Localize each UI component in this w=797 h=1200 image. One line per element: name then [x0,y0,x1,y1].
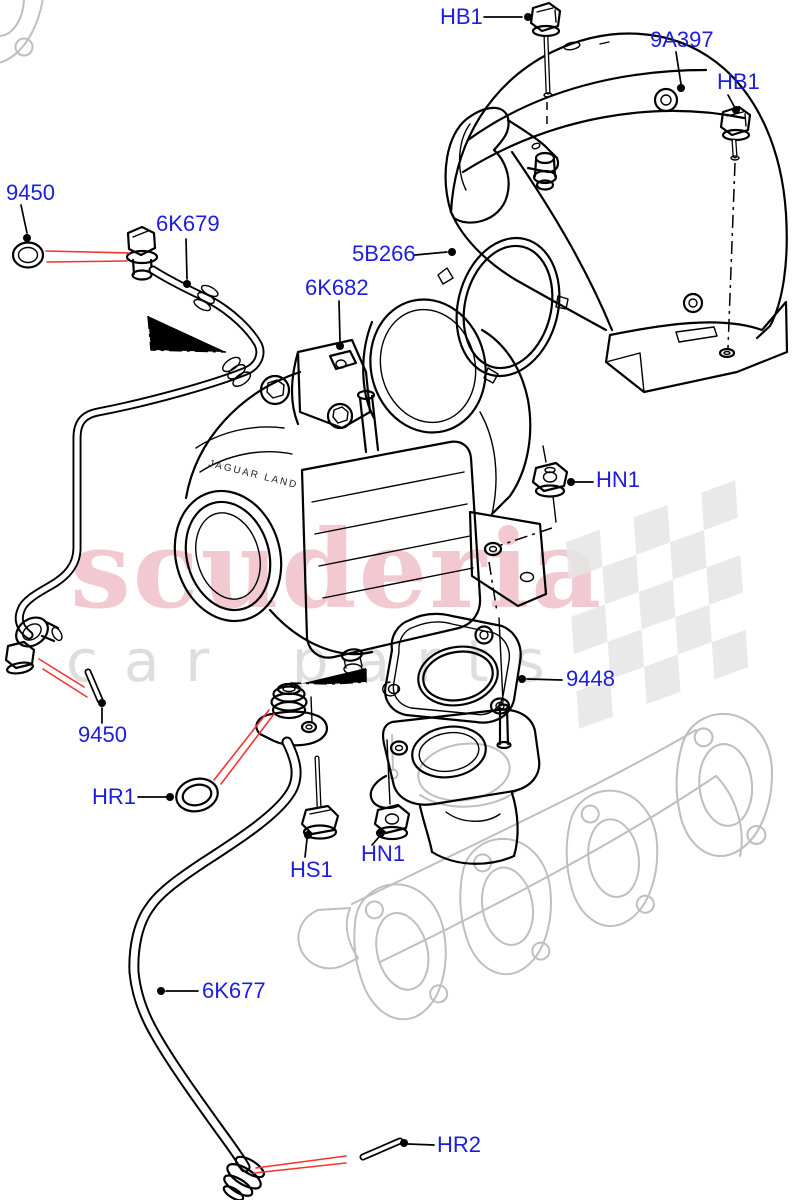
hr2-pin [359,1137,404,1161]
part-label-6k682: 6K682 [305,275,369,300]
part-label-hr1: HR1 [92,784,137,809]
oil-drain-tube [128,682,328,1200]
hs1-bolt [300,755,340,840]
gasket-9448 [382,561,522,724]
part-label-hn1-upper: HN1 [596,467,641,492]
part-label-9a397: 9A397 [650,27,714,52]
exhaust-manifold-ghost [0,0,781,1029]
watermark-tagline: car parts [66,627,571,695]
turbocharger: JAGUAR LAND [173,298,548,686]
part-label-9448: 9448 [566,666,615,691]
part-label-6k677: 6K677 [202,978,266,1003]
hr1-oring [175,777,219,813]
adapter-elbow [369,703,541,865]
hn1-nut-upper [497,445,569,547]
part-label-hn1-lower: HN1 [361,841,406,866]
oil-feed-pipe [4,225,265,675]
part-label-9450-upper: 9450 [6,180,55,205]
vband-ring [437,236,569,384]
sealing-pin-lower [84,668,104,704]
hb1-bolt-right [719,105,752,349]
turbo-engraving: JAGUAR LAND [207,458,299,491]
part-label-9450-lower: 9450 [78,722,127,747]
part-label-6k679: 6K679 [156,211,220,236]
callout-leaders [20,13,740,1147]
part-label-hs1: HS1 [290,857,333,882]
part-label-hb1-top: HB1 [440,4,483,29]
part-label-hr2: HR2 [437,1132,482,1157]
part-label-hb1-right: HB1 [717,69,760,94]
red-leader-lines [38,250,347,1174]
checkered-flag-watermark [566,480,749,729]
hb1-bolt-top [529,1,562,130]
watermark-brand: scuderia [70,507,604,633]
sealing-washer-upper [11,241,45,269]
part-label-5b266: 5B266 [352,241,416,266]
heat-shield [444,32,789,394]
